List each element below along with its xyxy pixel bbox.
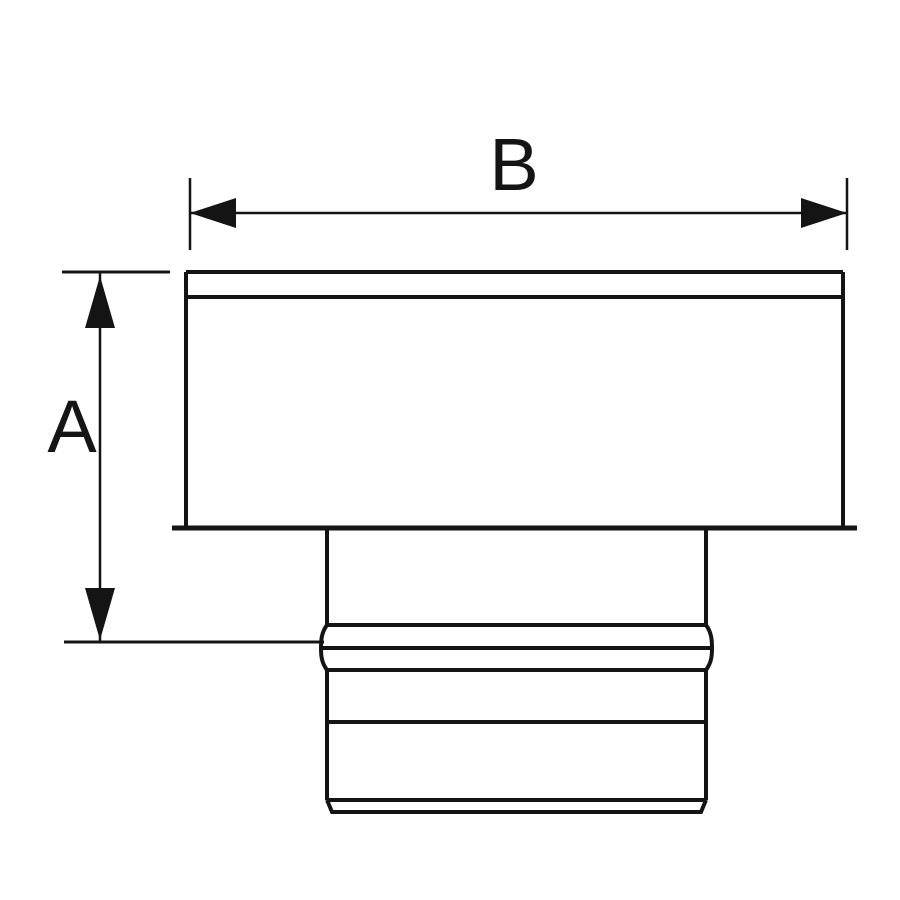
dimension-a-group bbox=[62, 270, 324, 644]
dimension-b-arrowhead-right bbox=[801, 198, 847, 228]
dimension-b-group bbox=[188, 178, 849, 250]
dimension-b-arrowhead-left bbox=[190, 198, 236, 228]
dimension-a-label: A bbox=[47, 385, 97, 468]
part-geometry-group bbox=[172, 270, 857, 814]
dimension-b-label: B bbox=[489, 123, 538, 206]
neck-chamfer-line bbox=[325, 799, 708, 814]
dimension-a-arrowhead-top bbox=[85, 276, 115, 328]
dimension-a-arrowhead-bottom bbox=[85, 588, 115, 640]
